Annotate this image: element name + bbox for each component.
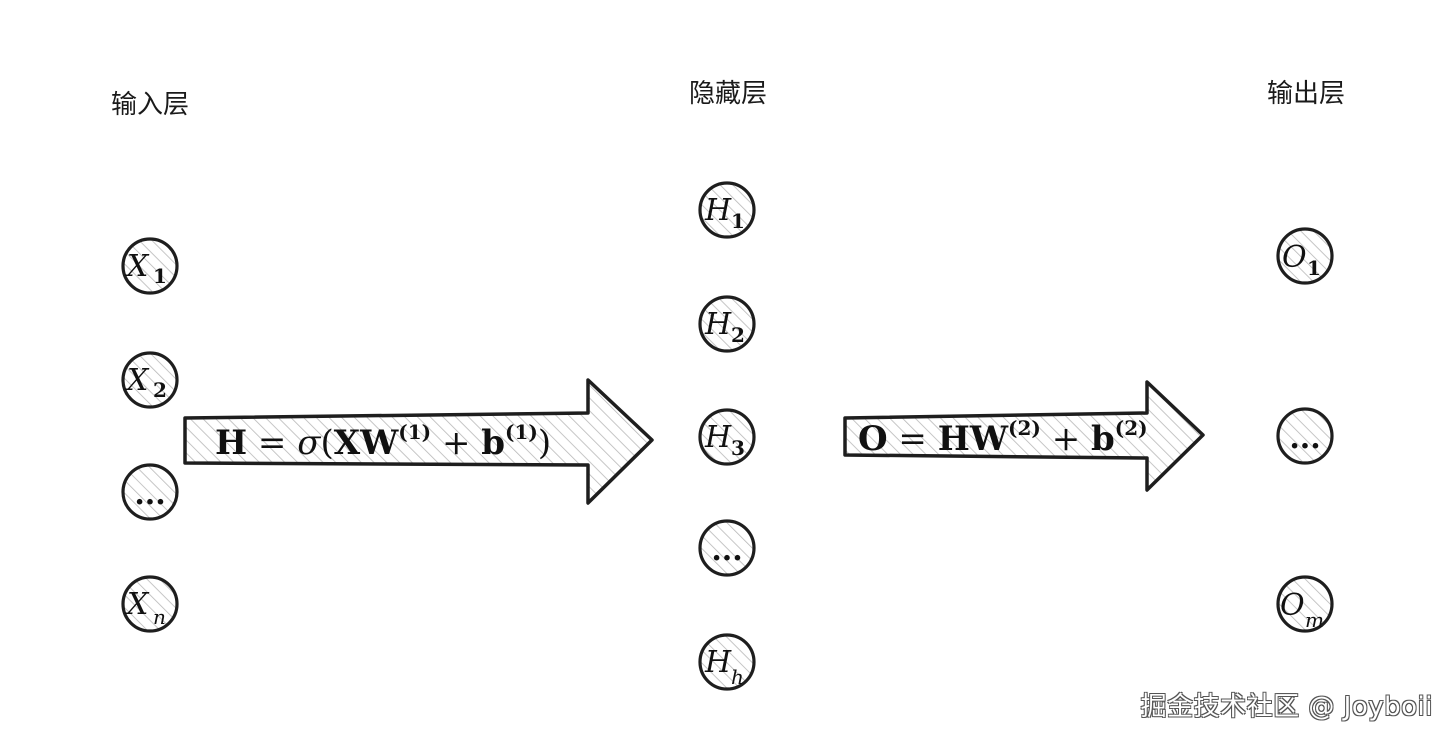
node-subscript: 1	[153, 264, 167, 288]
output-layer-title: 输出层	[1267, 79, 1345, 109]
node-ellipsis: ...	[1289, 421, 1320, 456]
hidden-node-h1: H 1	[698, 181, 756, 239]
node-subscript: 1	[1307, 256, 1321, 280]
output-node-om: O m	[1276, 575, 1334, 633]
node-base: O	[1282, 240, 1307, 275]
input-node-x1: X 1	[121, 237, 179, 295]
output-node-dots: ...	[1276, 407, 1334, 465]
node-base: O	[1280, 588, 1305, 623]
node-subscript: n	[153, 605, 166, 629]
input-node-xn: X n	[121, 575, 179, 633]
hidden-node-hh: H h	[698, 633, 756, 691]
node-base: X	[125, 363, 150, 398]
node-ellipsis: ...	[134, 477, 165, 512]
hidden-node-dots: ...	[698, 519, 756, 577]
arrow-hidden-to-output: O = HW(2) + b(2)	[843, 380, 1205, 492]
node-subscript: m	[1305, 608, 1324, 632]
arrow-input-to-hidden: H = σ(XW(1) + b(1))	[183, 378, 654, 505]
hidden-layer-formula: H = σ(XW(1) + b(1))	[215, 420, 551, 463]
output-node-o1: O 1	[1276, 227, 1334, 285]
input-node-x2: X 2	[121, 351, 179, 409]
node-base: X	[125, 249, 150, 284]
node-base: H	[704, 420, 732, 455]
node-ellipsis: ...	[711, 533, 742, 568]
node-base: H	[704, 645, 732, 680]
node-base: X	[125, 587, 150, 622]
node-subscript: h	[731, 665, 744, 689]
hidden-node-h2: H 2	[698, 295, 756, 353]
node-subscript: 2	[731, 323, 745, 347]
output-layer-formula: O = HW(2) + b(2)	[858, 416, 1148, 459]
watermark: 掘金技术社区 @ Joyboii	[1140, 692, 1433, 722]
node-subscript: 1	[731, 209, 745, 233]
node-subscript: 3	[731, 436, 745, 460]
input-layer-title: 输入层	[111, 90, 189, 120]
node-base: H	[704, 193, 732, 228]
hidden-node-h3: H 3	[698, 408, 756, 466]
input-node-dots: ...	[121, 463, 179, 521]
node-subscript: 2	[153, 378, 167, 402]
node-base: H	[704, 307, 732, 342]
hidden-layer-title: 隐藏层	[689, 79, 767, 109]
